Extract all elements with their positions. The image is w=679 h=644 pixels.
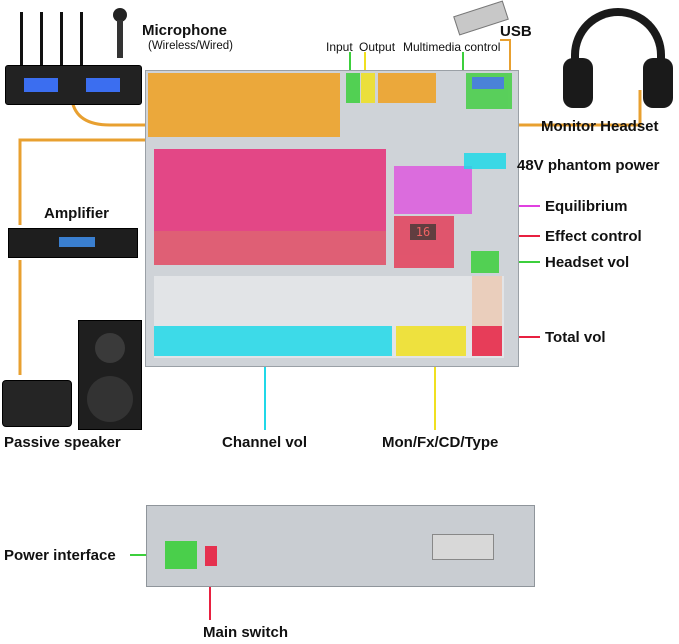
- output-jack-highlight: [361, 73, 375, 103]
- master-strip-highlight: [472, 276, 502, 326]
- total-vol-label: Total vol: [545, 329, 606, 346]
- main-switch-label: Main switch: [203, 624, 289, 641]
- headset-vol-highlight: [471, 251, 499, 273]
- wireless-receiver-image: [5, 65, 142, 105]
- output-label: Output: [359, 40, 396, 54]
- input-jack-highlight: [346, 73, 360, 103]
- antennas-image: [20, 12, 90, 65]
- amplifier-image: [8, 228, 138, 258]
- warning-plate: [432, 534, 494, 560]
- mixer-front-panel: 16: [145, 70, 519, 367]
- usb-label: USB: [500, 23, 532, 40]
- passive-speaker-small-image: [2, 380, 72, 427]
- effect-control-label: Effect control: [545, 228, 642, 245]
- effect-display: 16: [410, 224, 436, 240]
- mic-inputs-highlight: [148, 73, 340, 137]
- equilibrium-label: Equilibrium: [545, 198, 628, 215]
- phantom-power-label: 48V phantom power: [517, 157, 660, 174]
- headphones-image: [563, 8, 673, 113]
- power-interface-highlight: [165, 541, 197, 569]
- microphone-handheld-image: [113, 8, 127, 58]
- passive-speaker-label: Passive speaker: [4, 434, 121, 451]
- equilibrium-highlight: [394, 166, 472, 214]
- amplifier-label: Amplifier: [44, 205, 110, 222]
- main-switch-highlight: [205, 546, 217, 566]
- mon-fx-highlight: [396, 326, 466, 356]
- channel-vol-highlight: [154, 326, 392, 356]
- input-label: Input: [326, 40, 353, 54]
- power-interface-label: Power interface: [4, 547, 116, 564]
- mon-fx-cd-type-label: Mon/Fx/CD/Type: [382, 434, 499, 451]
- multimedia-panel-highlight: [466, 73, 512, 109]
- eq-aux-knobs-highlight: [154, 231, 386, 265]
- mixer-rear-panel: [146, 505, 535, 587]
- line-io-highlight: [378, 73, 436, 103]
- channel-vol-label: Channel vol: [222, 434, 308, 451]
- monitor-headset-label: Monitor Headset: [541, 118, 659, 135]
- total-vol-highlight: [472, 326, 502, 356]
- multimedia-control-label: Multimedia control: [403, 40, 501, 54]
- microphone-label: Microphone: [142, 22, 227, 39]
- effect-control-highlight: 16: [394, 216, 454, 268]
- headset-vol-label: Headset vol: [545, 254, 630, 271]
- phantom-power-highlight: [464, 153, 506, 169]
- channel-knobs-highlight: [154, 149, 386, 231]
- passive-speaker-large-image: [78, 320, 142, 430]
- microphone-sub-label: (Wireless/Wired): [148, 40, 233, 52]
